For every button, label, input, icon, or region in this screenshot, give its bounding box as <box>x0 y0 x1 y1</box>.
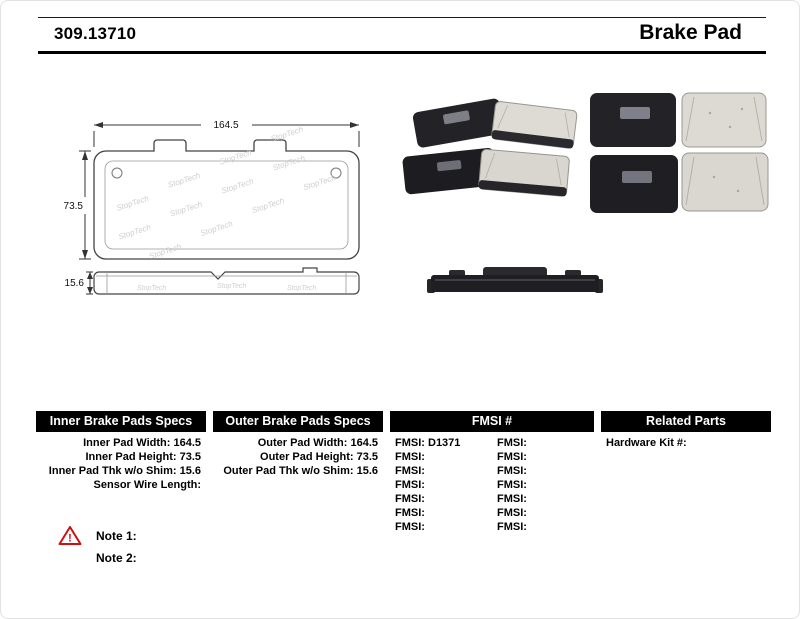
width-dimension-label: 164.5 <box>213 120 238 131</box>
fmsi-cell: FMSI: <box>395 493 425 505</box>
related-parts-header: Related Parts <box>601 411 771 432</box>
fmsi-row: FMSI: FMSI: <box>390 478 594 492</box>
product-photo-pads <box>402 92 769 213</box>
spec-row: Inner Pad Thk w/o Shim: 15.6 <box>48 465 201 477</box>
inner-specs-table: Inner Brake Pads Specs Inner Pad Width: … <box>36 411 206 534</box>
fmsi-row: FMSI: D1371 FMSI: <box>390 436 594 450</box>
warning-glyph: ! <box>68 533 72 545</box>
watermark-text: StopTech <box>137 285 166 292</box>
product-photo-pad-edge <box>427 267 603 293</box>
fmsi-cell: FMSI: <box>497 451 527 463</box>
fmsi-cell: FMSI: <box>395 507 425 519</box>
related-parts-rows: Hardware Kit #: <box>601 432 771 450</box>
note-1-label: Note 1: <box>96 528 137 543</box>
spec-row: Outer Pad Thk w/o Shim: 15.6 <box>223 465 378 477</box>
fmsi-cell: FMSI: <box>395 479 425 491</box>
watermark-pattern: StopTech StopTech StopTech <box>137 283 316 292</box>
thickness-dimension <box>86 271 93 295</box>
fmsi-cell: FMSI: <box>497 493 527 505</box>
fmsi-cell: FMSI: <box>497 507 527 519</box>
height-dimension-label: 73.5 <box>64 201 84 212</box>
watermark-text: StopTech <box>287 285 316 292</box>
side-view-drawing: 15.6 StopTech StopTech StopTech <box>65 267 360 295</box>
related-parts-table: Related Parts Hardware Kit #: <box>601 411 771 534</box>
inner-specs-rows: Inner Pad Width: 164.5 Inner Pad Height:… <box>36 432 206 492</box>
note-row-2: Note 2: <box>96 547 137 568</box>
fmsi-header: FMSI # <box>390 411 594 432</box>
thickness-dimension-label: 15.6 <box>65 278 85 289</box>
fmsi-cell: FMSI: <box>395 521 425 533</box>
fmsi-row: FMSI: FMSI: <box>390 506 594 520</box>
spec-tables: Inner Brake Pads Specs Inner Pad Width: … <box>36 411 772 534</box>
spec-row: Hardware Kit #: <box>606 437 687 449</box>
watermark-text: StopTech <box>217 283 246 290</box>
note-2-label: Note 2: <box>96 550 137 565</box>
outer-specs-rows: Outer Pad Width: 164.5 Outer Pad Height:… <box>213 432 383 478</box>
fmsi-cell: FMSI: D1371 <box>395 437 461 449</box>
height-dimension <box>79 150 91 260</box>
fmsi-cell: FMSI: <box>497 437 527 449</box>
width-dimension <box>93 122 360 147</box>
notes-section: ! Note 1: Note 2: <box>58 525 137 568</box>
outer-specs-table: Outer Brake Pads Specs Outer Pad Width: … <box>213 411 383 534</box>
warning-icon: ! <box>58 526 82 545</box>
inner-specs-header: Inner Brake Pads Specs <box>36 411 206 432</box>
fmsi-rows: FMSI: D1371 FMSI: FMSI: FMSI: FMSI: FMSI… <box>390 432 594 534</box>
watermark-text: StopTech <box>270 125 305 144</box>
fmsi-row: FMSI: FMSI: <box>390 520 594 534</box>
photo-pad-set-angled <box>402 98 578 197</box>
spec-row: Outer Pad Width: 164.5 <box>257 437 378 449</box>
outer-specs-header: Outer Brake Pads Specs <box>213 411 383 432</box>
header-bottom-rule <box>38 51 766 54</box>
fmsi-row: FMSI: FMSI: <box>390 450 594 464</box>
fmsi-cell: FMSI: <box>395 465 425 477</box>
pad-front-outline <box>93 139 360 260</box>
spec-row: Sensor Wire Length: <box>93 479 201 491</box>
fmsi-row: FMSI: FMSI: <box>390 492 594 506</box>
fmsi-cell: FMSI: <box>497 479 527 491</box>
fmsi-row: FMSI: FMSI: <box>390 464 594 478</box>
header-top-rule <box>38 17 766 18</box>
fmsi-cell: FMSI: <box>497 521 527 533</box>
pad-side-outline <box>93 267 360 295</box>
photo-pad-edge <box>427 267 603 293</box>
photo-pad-set-grid <box>590 92 769 213</box>
fmsi-cell: FMSI: <box>395 451 425 463</box>
spec-row: Inner Pad Height: 73.5 <box>85 451 201 463</box>
part-number: 309.13710 <box>54 24 137 43</box>
spec-row: Outer Pad Height: 73.5 <box>260 451 378 463</box>
fmsi-table: FMSI # FMSI: D1371 FMSI: FMSI: FMSI: FMS… <box>390 411 594 534</box>
spec-row: Inner Pad Width: 164.5 <box>83 437 201 449</box>
note-row-1: ! Note 1: <box>58 525 137 546</box>
front-view-drawing: 164.5 73.5 StopTech StopTech StopTech St… <box>64 120 360 261</box>
fmsi-cell: FMSI: <box>497 465 527 477</box>
page-title: Brake Pad <box>639 21 742 44</box>
